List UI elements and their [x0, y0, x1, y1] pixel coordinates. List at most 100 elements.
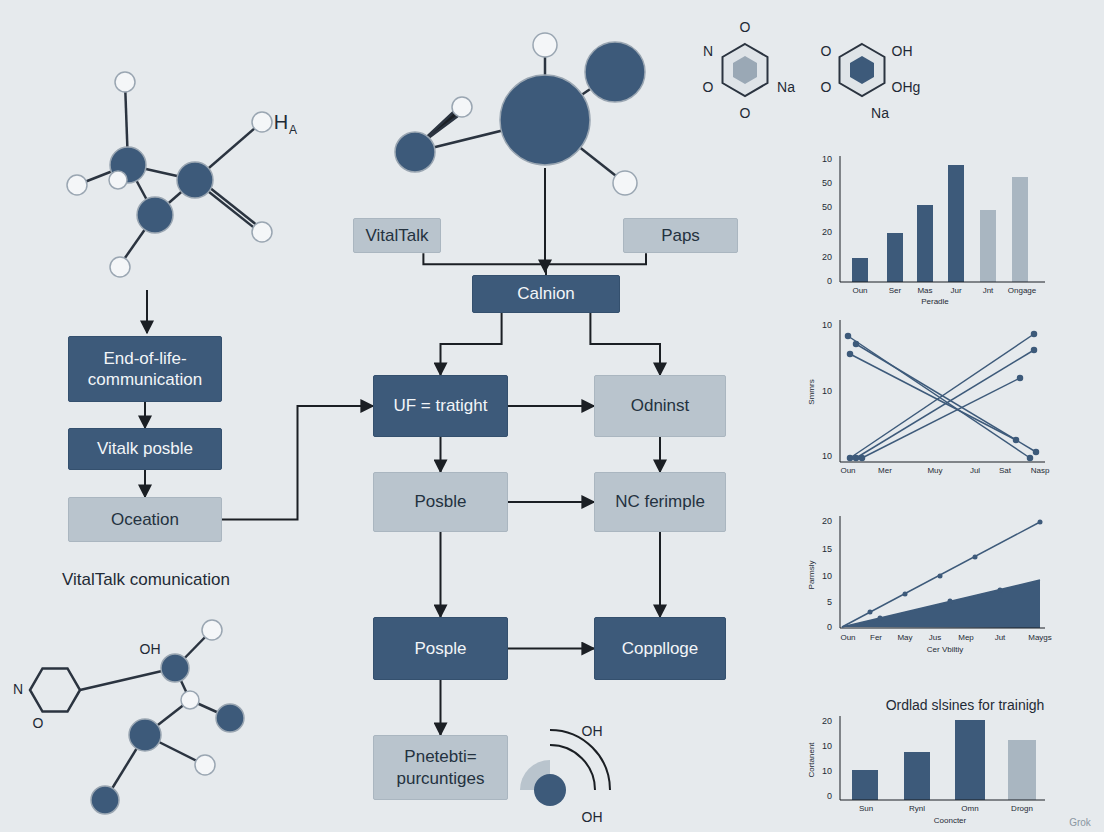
axis-label: 10	[822, 387, 832, 397]
step-box: Posble	[373, 472, 508, 532]
benzene-ring-part	[733, 56, 757, 84]
area-chart-part	[903, 592, 908, 597]
box-label: Calnion	[517, 283, 575, 304]
line-chart-part	[854, 342, 859, 347]
axis-label: Rynl	[909, 805, 925, 814]
line-chart-part	[848, 352, 853, 357]
molecule-model-part	[252, 112, 272, 132]
benzene-ring	[723, 44, 885, 96]
axis-label: 20	[822, 717, 832, 727]
molecule-model-part	[161, 654, 189, 682]
step-box: Oceation	[68, 497, 222, 542]
process-box: Copplloge	[594, 617, 726, 680]
molecule-model-part	[585, 42, 645, 102]
axis-label: Ser	[889, 287, 901, 296]
text-label: A	[289, 124, 297, 137]
bracket-line	[423, 253, 546, 275]
step-box: VitalTalk	[353, 218, 441, 253]
text-label: H	[274, 111, 288, 133]
text-label: OH	[892, 44, 913, 59]
line-chart-part	[1032, 332, 1037, 337]
text-label: OHg	[892, 80, 921, 95]
molecule-model	[67, 72, 272, 333]
axis-label: Maygs	[1028, 634, 1052, 643]
axis-label: Smmrs	[808, 379, 817, 404]
flow-arrow	[659, 437, 661, 472]
bar-chart-part	[917, 205, 933, 282]
axis-label: Peradle	[921, 298, 949, 307]
line-chart-part	[856, 350, 1034, 458]
bar-chart-part	[1012, 177, 1028, 282]
axis-label: 10	[822, 572, 832, 582]
line-chart-part	[1034, 450, 1039, 455]
area-chart-part	[868, 520, 1043, 621]
flow-arrow	[590, 313, 660, 375]
bar-chart-part	[887, 233, 903, 282]
process-box: UF = tratight	[373, 375, 508, 437]
area-chart-part	[840, 516, 1045, 628]
molecule-model-part	[137, 197, 173, 233]
process-box: Calnion	[472, 275, 620, 313]
axis-label: Jus	[929, 634, 941, 643]
text-label: O	[740, 106, 751, 121]
axis-label: 5	[827, 598, 832, 608]
line-chart-part	[848, 456, 853, 461]
molecule-model-part	[181, 691, 199, 709]
line-chart-part	[860, 456, 865, 461]
bar-chart-part	[1008, 740, 1036, 800]
area-chart-part	[1038, 520, 1043, 525]
bar-chart	[840, 716, 1045, 800]
area-chart-part	[842, 522, 1040, 627]
line-chart-part	[862, 378, 1020, 458]
axis-label: 10	[822, 742, 832, 752]
axis-label: 10	[822, 452, 832, 462]
area-chart-part	[868, 610, 873, 615]
axis-label: 10	[822, 321, 832, 331]
axis-label: Mep	[958, 634, 974, 643]
box-label: Paps	[661, 225, 700, 246]
flow-arrow	[440, 437, 442, 472]
flow-arrow	[441, 313, 502, 375]
molecule-model-part	[544, 168, 546, 272]
axis-label: Cortanent	[808, 742, 817, 777]
text-label: VitalTalk comunication	[62, 571, 230, 590]
text-label: O	[821, 44, 832, 59]
orbital-symbol-part	[534, 774, 566, 806]
bar-chart-part	[852, 258, 868, 282]
molecule-model-part	[67, 72, 272, 277]
area-chart-part	[998, 588, 1003, 593]
text-label: O	[821, 80, 832, 95]
line-chart-part	[1018, 376, 1023, 381]
axis-label: Oun	[852, 287, 867, 296]
axis-label: Omn	[961, 805, 978, 814]
text-label: OH	[582, 810, 603, 825]
line-chart-part	[850, 354, 1016, 440]
molecule-model-part	[110, 257, 130, 277]
bar-chart-part	[840, 716, 1045, 800]
molecule-model-part	[613, 171, 637, 195]
axis-label: Cer Vbiltiy	[927, 646, 963, 655]
molecule-model-part	[216, 704, 244, 732]
axis-label: Jur	[950, 287, 961, 296]
axis-label: Fer	[870, 634, 882, 643]
molecule-model-part	[452, 97, 472, 117]
axis-label: Drogn	[1011, 805, 1033, 814]
box-label: UF = tratight	[393, 395, 487, 416]
axis-label: Muy	[927, 467, 942, 476]
axis-label: 0	[827, 623, 832, 633]
line-chart-part	[850, 334, 1034, 458]
line-chart-part	[1014, 438, 1019, 443]
molecule-model-part	[395, 132, 435, 172]
orbital-symbol	[520, 730, 610, 806]
area-chart-part	[973, 555, 978, 560]
step-box: Paps	[623, 218, 738, 253]
axis-label: Jnt	[983, 287, 994, 296]
molecule-model-part	[91, 620, 244, 814]
process-box: Vitalk posble	[68, 428, 222, 470]
area-chart-part	[878, 616, 883, 621]
axis-label: 10	[822, 767, 832, 777]
text-label: OH	[582, 724, 603, 739]
molecule-model	[30, 620, 244, 814]
flow-arrow	[144, 470, 146, 497]
